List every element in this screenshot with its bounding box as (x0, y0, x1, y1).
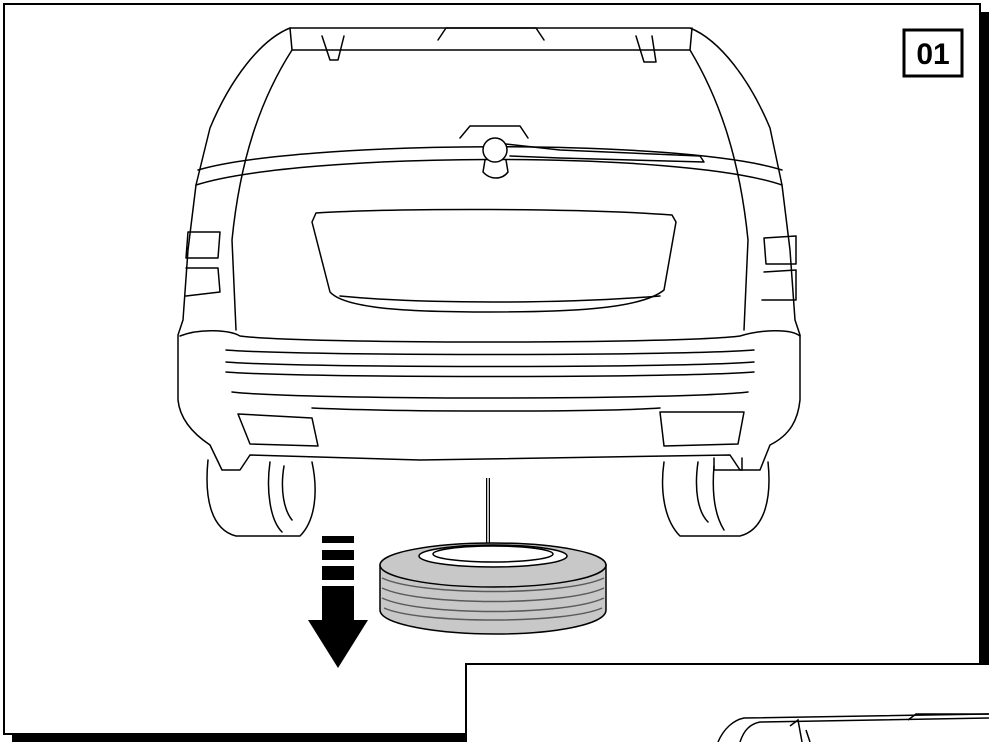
rear-tire-right (661, 461, 770, 537)
reflector-right (659, 411, 745, 447)
suv-rear-illustration (177, 27, 801, 537)
suv-body-outline (177, 27, 801, 471)
panel-02-suv-roof (717, 713, 989, 742)
license-plate-recess (311, 208, 677, 313)
taillight-right (761, 235, 797, 301)
step-number-box: 01 (902, 28, 964, 78)
taillight-left (185, 231, 221, 297)
spare-tire (379, 542, 607, 635)
rear-tire-left (206, 459, 316, 537)
rear-bumper (179, 330, 801, 343)
rear-wiper (487, 141, 705, 163)
arrow-down-icon (308, 536, 368, 668)
panel-02-partial (465, 663, 989, 742)
step-number: 01 (916, 38, 949, 71)
reflector-left (237, 413, 319, 447)
exhaust-pipe (713, 457, 743, 471)
